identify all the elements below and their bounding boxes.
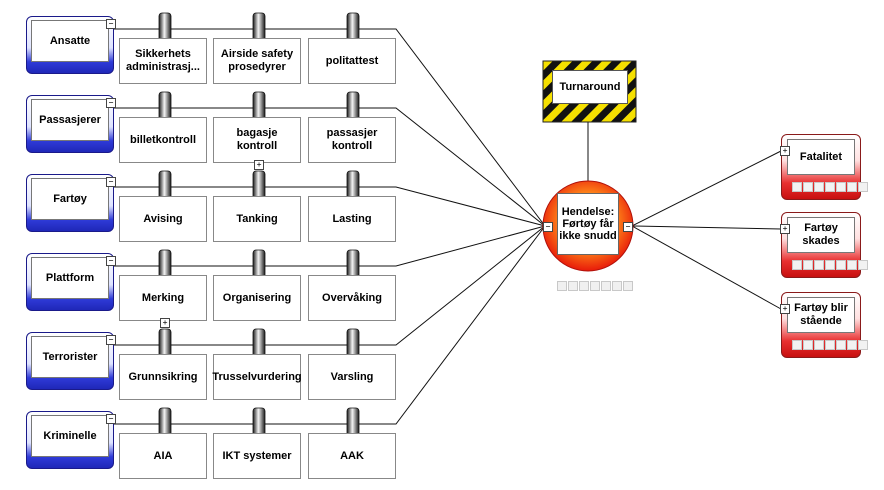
consequence-label: Fartøy skades (787, 217, 855, 253)
threat-connector-line (114, 225, 546, 267)
consequence-connector-line (631, 225, 782, 230)
threat-connector-line (114, 28, 546, 227)
threat-connector-line (114, 107, 546, 227)
threat-5[interactable]: Terrorister (26, 332, 114, 390)
top-event-label[interactable]: Hendelse: Førtøy får ikke snudd (557, 193, 619, 255)
barrier[interactable]: Overvåking (308, 275, 396, 321)
barrier-pin (252, 407, 266, 437)
barrier-pin (252, 249, 266, 279)
threat-connector-line (114, 225, 546, 425)
barrier-pin (252, 91, 266, 121)
barrier[interactable]: Varsling (308, 354, 396, 400)
barrier[interactable]: bagasje kontroll (213, 117, 301, 163)
barrier[interactable]: Grunnsikring (119, 354, 207, 400)
consequence-rating-grid (792, 340, 868, 350)
barrier-pin (252, 328, 266, 358)
threat-collapse-icon[interactable]: − (106, 98, 116, 108)
barrier[interactable]: Airside safety prosedyrer (213, 38, 301, 84)
threat-connector-line (114, 186, 546, 227)
barrier[interactable]: Sikkerhets administrasj... (119, 38, 207, 84)
threat-collapse-icon[interactable]: − (106, 335, 116, 345)
threat-label: Fartøy (31, 178, 109, 220)
barrier[interactable]: Merking (119, 275, 207, 321)
threat-label: Terrorister (31, 336, 109, 378)
barrier-pin (346, 249, 360, 279)
threat-connector-line (114, 225, 546, 346)
consequence-connector-line (631, 150, 782, 227)
top-event-left-collapse-icon[interactable]: − (543, 222, 553, 232)
threat-collapse-icon[interactable]: − (106, 414, 116, 424)
threat-3[interactable]: Fartøy (26, 174, 114, 232)
threat-label: Passasjerer (31, 99, 109, 141)
threat-1[interactable]: Ansatte (26, 16, 114, 74)
threat-label: Kriminelle (31, 415, 109, 457)
barrier-pin (346, 328, 360, 358)
barrier-pin (252, 170, 266, 200)
threat-label: Plattform (31, 257, 109, 299)
barrier-expand-icon[interactable]: + (254, 160, 264, 170)
barrier-pin (158, 91, 172, 121)
threat-label: Ansatte (31, 20, 109, 62)
barrier-expand-icon[interactable]: + (160, 318, 170, 328)
barrier[interactable]: politattest (308, 38, 396, 84)
barrier[interactable]: Trusselvurdering (212, 354, 302, 400)
top-event-right-collapse-icon[interactable]: − (623, 222, 633, 232)
barrier[interactable]: passasjer kontroll (308, 117, 396, 163)
threat-2[interactable]: Passasjerer (26, 95, 114, 153)
threat-4[interactable]: Plattform (26, 253, 114, 311)
consequence-3[interactable]: Fartøy blir stående (781, 292, 868, 358)
barrier[interactable]: IKT systemer (213, 433, 301, 479)
consequence-expand-icon[interactable]: + (780, 224, 790, 234)
consequence-label: Fartøy blir stående (787, 297, 855, 333)
threat-collapse-icon[interactable]: − (106, 177, 116, 187)
barrier[interactable]: AIA (119, 433, 207, 479)
barrier-pin (158, 407, 172, 437)
barrier-pin (346, 407, 360, 437)
barrier[interactable]: Avising (119, 196, 207, 242)
consequence-2[interactable]: Fartøy skades (781, 212, 868, 278)
consequence-expand-icon[interactable]: + (780, 146, 790, 156)
barrier-pin (158, 328, 172, 358)
barrier-pins (158, 12, 360, 437)
connector-lines (114, 28, 782, 425)
barrier-pin (158, 12, 172, 42)
barrier-pin (346, 170, 360, 200)
barrier-pin (158, 170, 172, 200)
barrier-pin (158, 249, 172, 279)
consequence-expand-icon[interactable]: + (780, 304, 790, 314)
consequence-1[interactable]: Fatalitet (781, 134, 868, 200)
hazard-label[interactable]: Turnaround (552, 70, 628, 104)
top-event-rating-grid (557, 281, 633, 291)
consequence-rating-grid (792, 260, 868, 270)
barrier-pin (252, 12, 266, 42)
barrier-pin (346, 91, 360, 121)
threat-collapse-icon[interactable]: − (106, 19, 116, 29)
barrier[interactable]: billetkontroll (119, 117, 207, 163)
consequence-label: Fatalitet (787, 139, 855, 175)
barrier[interactable]: Tanking (213, 196, 301, 242)
threat-collapse-icon[interactable]: − (106, 256, 116, 266)
threat-6[interactable]: Kriminelle (26, 411, 114, 469)
barrier[interactable]: Organisering (213, 275, 301, 321)
barrier-pin (346, 12, 360, 42)
barrier[interactable]: Lasting (308, 196, 396, 242)
barrier[interactable]: AAK (308, 433, 396, 479)
consequence-rating-grid (792, 182, 868, 192)
consequence-connector-line (631, 225, 782, 310)
